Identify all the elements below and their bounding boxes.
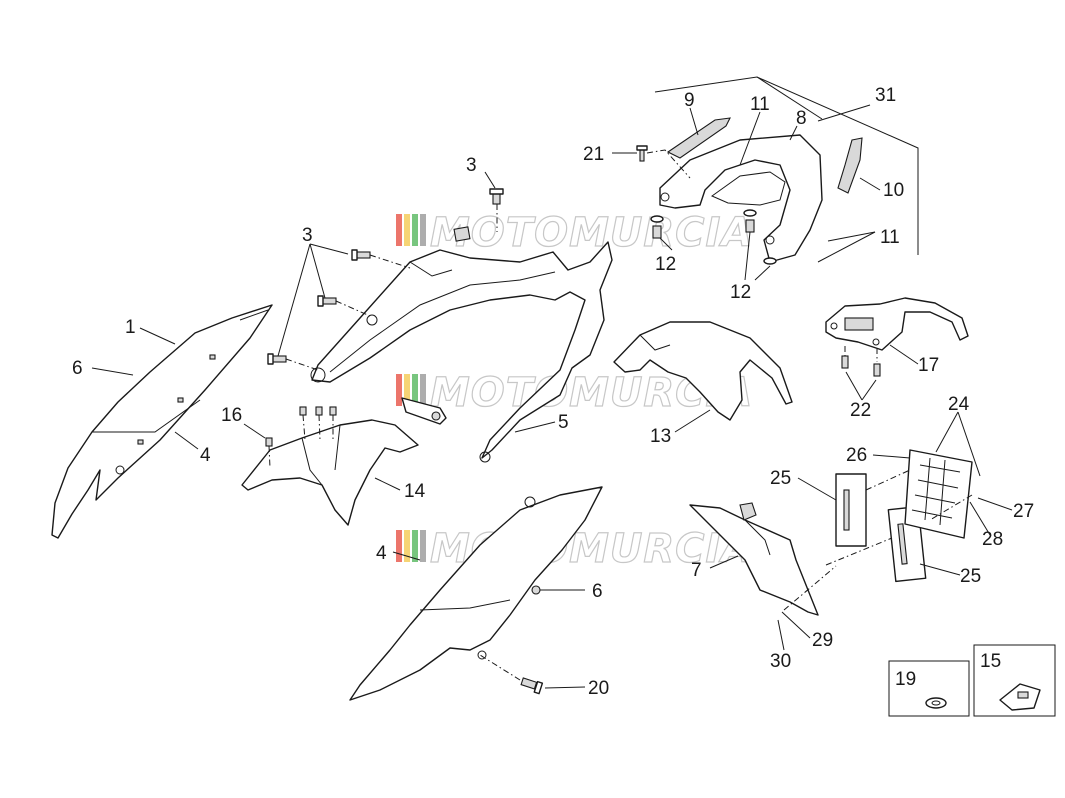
callout-labels: 1 3 3 4 4 5 6 6 7 8 9 10 11 11 12 12 13 … [72, 85, 1034, 699]
bolt-3-top [489, 188, 504, 205]
pad-10 [837, 137, 863, 194]
grab-handle-17 [825, 297, 969, 377]
callout-21: 21 [583, 144, 604, 165]
callout-11-top: 11 [750, 94, 770, 115]
small-clip [401, 397, 447, 425]
callout-12-lower: 12 [730, 282, 751, 303]
callout-25-left: 25 [770, 468, 791, 489]
callout-9: 9 [684, 90, 695, 111]
callout-4-lower: 4 [376, 543, 387, 564]
bolt-3-b [317, 295, 337, 307]
callout-12-left: 12 [655, 254, 676, 275]
callout-6-left: 6 [72, 358, 83, 379]
callout-27: 27 [1013, 501, 1034, 522]
bolt-21 [636, 145, 648, 162]
rear-mudguard-13 [613, 321, 793, 421]
callout-31: 31 [875, 85, 896, 106]
callout-10: 10 [883, 180, 904, 201]
spacers-12 [650, 209, 777, 265]
right-side-panel [349, 486, 603, 701]
pad-9 [666, 117, 731, 159]
plate-holder-7 [689, 502, 819, 616]
callout-25-right: 25 [960, 566, 981, 587]
callout-3-top: 3 [466, 155, 477, 176]
callout-26: 26 [846, 445, 867, 466]
callout-6-lower: 6 [592, 581, 603, 602]
callout-15: 15 [980, 651, 1001, 672]
callout-14: 14 [404, 481, 426, 502]
callout-8: 8 [796, 108, 807, 129]
callout-19: 19 [895, 669, 916, 690]
callout-17: 17 [918, 355, 939, 376]
callout-20: 20 [588, 678, 609, 699]
watermark-text-1: MOTOMURCIA [430, 210, 753, 256]
callout-1: 1 [125, 317, 136, 338]
leader-lines [91, 76, 1013, 689]
callout-30: 30 [770, 651, 791, 672]
rear-frame-cover [310, 226, 613, 463]
callout-22: 22 [850, 400, 871, 421]
bolt-3-c [267, 353, 287, 365]
watermark-1: MOTOMURCIA [396, 209, 753, 257]
callout-4-left: 4 [200, 445, 211, 466]
plate-25-left [835, 473, 867, 547]
bolt-3-a [351, 249, 371, 261]
callout-16: 16 [221, 405, 242, 426]
callout-29: 29 [812, 630, 833, 651]
box-15 [973, 644, 1056, 717]
callout-5: 5 [558, 412, 569, 433]
callout-7: 7 [691, 560, 702, 581]
left-side-panel [51, 304, 273, 539]
callout-13: 13 [650, 426, 671, 447]
callout-24: 24 [948, 394, 970, 415]
callout-28: 28 [982, 529, 1003, 550]
callout-11-right: 11 [880, 227, 900, 248]
callout-3-left: 3 [302, 225, 313, 246]
bolt-20 [520, 677, 544, 695]
plate-bracket-26 [904, 449, 973, 539]
box-19 [888, 660, 970, 717]
center-bracket-14 [241, 406, 419, 526]
rear-carrier-8 [659, 134, 823, 263]
